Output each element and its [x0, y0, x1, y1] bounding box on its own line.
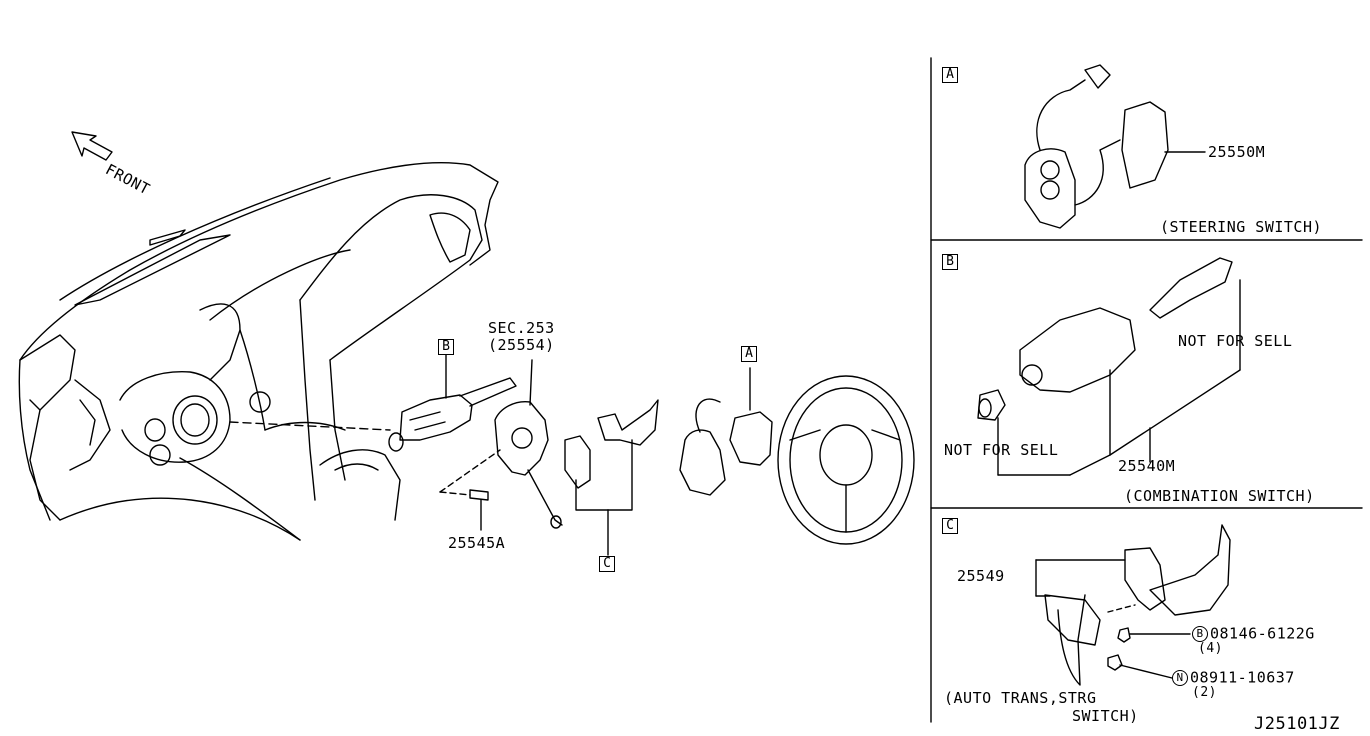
panel-c-bolt-qty: (4) [1198, 641, 1223, 656]
panel-b-nfs-left: NOT FOR SELL [944, 441, 1059, 459]
panel-b-part-label: 25540M [1118, 457, 1176, 475]
nut-part-number: 08911-10637 [1190, 668, 1295, 687]
panel-a-caption: (STEERING SWITCH) [1160, 218, 1323, 236]
paddle-shifter-part [564, 399, 659, 556]
panel-c-nut-qty: (2) [1192, 685, 1217, 700]
callout-a-main: A [741, 346, 757, 362]
part-25545a-label: 25545A [448, 534, 506, 552]
panel-c-caption-line1: (AUTO TRANS,STRG [944, 689, 1097, 707]
callout-c-main: C [599, 556, 615, 572]
steering-wheel-part [777, 375, 915, 545]
diagram-code: J25101JZ [1254, 714, 1340, 734]
front-arrow-icon [71, 131, 113, 161]
panel-c-box: C [942, 518, 958, 534]
combination-switch-detail [977, 257, 1241, 476]
nut-symbol-icon: N [1172, 670, 1188, 686]
panel-a-box: A [942, 67, 958, 83]
steering-switch-detail [1024, 64, 1206, 229]
paddle-shifter-detail [1035, 524, 1231, 686]
panel-c-caption-line2: SWITCH) [1072, 707, 1139, 725]
clock-spring-part [439, 359, 563, 531]
panel-c-part-label: 25549 [957, 567, 1005, 585]
sec-part-label: (25554) [488, 336, 555, 354]
dashboard-drawing [18, 162, 499, 541]
panel-b-nfs-right: NOT FOR SELL [1178, 332, 1293, 350]
sec-label: SEC.253 [488, 319, 555, 337]
bolt-part-number: 08146-6122G [1210, 624, 1315, 643]
panel-a-part-label: 25550M [1208, 143, 1266, 161]
callout-b-main: B [438, 339, 454, 355]
combination-switch-part [388, 351, 517, 452]
steering-switch-part [679, 367, 773, 496]
bolt-symbol-icon: B [1192, 626, 1208, 642]
panel-b-caption: (COMBINATION SWITCH) [1124, 487, 1315, 505]
panel-b-box: B [942, 254, 958, 270]
